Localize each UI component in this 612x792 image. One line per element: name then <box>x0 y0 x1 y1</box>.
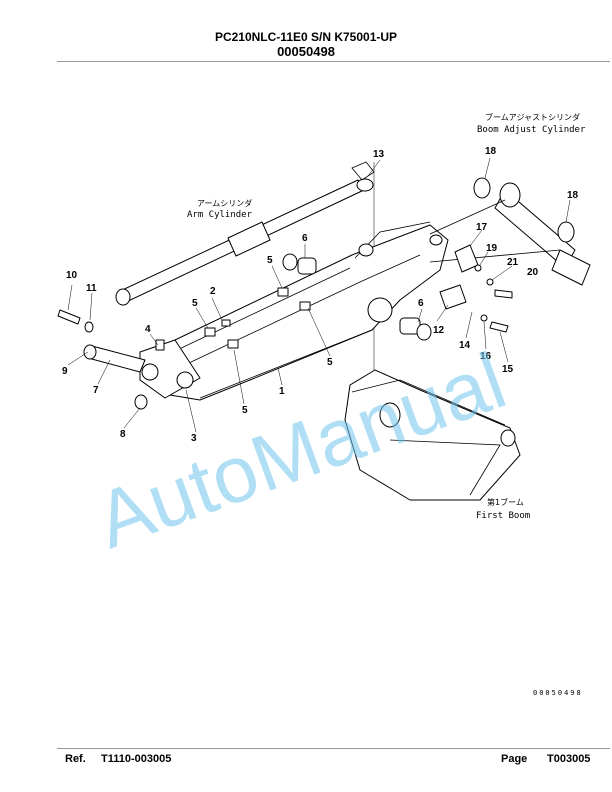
boom-adjust-cylinder-label-jp: ブームアジャストシリンダ <box>485 112 580 122</box>
callout: 2 <box>210 286 216 297</box>
callout: 6 <box>418 298 424 309</box>
callout: 9 <box>62 366 68 377</box>
callout: 3 <box>191 433 197 444</box>
callout: 6 <box>302 233 308 244</box>
arm-cylinder-drawing <box>115 161 375 306</box>
part-group-number: 00050498 <box>277 44 335 59</box>
callout: 17 <box>476 222 488 233</box>
component-labels: アームシリンダ Arm Cylinder ブームアジャストシリンダ Boom A… <box>187 112 586 521</box>
page-header: PC210NLC-11E0 S/N K75001-UP 00050498 <box>0 30 612 59</box>
callout: 18 <box>567 190 579 201</box>
page-value: T003005 <box>547 753 591 765</box>
callout: 4 <box>145 324 151 335</box>
boom-adjust-cylinder-drawing <box>429 182 591 286</box>
callout: 16 <box>480 351 492 362</box>
pins-and-hardware-drawing <box>57 177 575 410</box>
ref-label: Ref. <box>65 753 86 765</box>
first-boom-label: First Boom <box>476 511 530 521</box>
callout: 12 <box>433 325 445 336</box>
ref-value: T1110-003005 <box>101 753 172 765</box>
callout: 5 <box>192 298 198 309</box>
page-label: Page <box>501 753 528 765</box>
callout: 20 <box>527 267 539 278</box>
first-boom-lower-drawing <box>344 369 521 501</box>
boom-adjust-cylinder-label: Boom Adjust Cylinder <box>477 125 586 135</box>
callout: 15 <box>502 364 514 375</box>
arm-cylinder-label: Arm Cylinder <box>187 210 253 220</box>
callout: 7 <box>93 385 99 396</box>
first-boom-label-jp: 第1ブーム <box>487 497 524 507</box>
callout: 8 <box>120 429 126 440</box>
callout: 13 <box>373 149 385 160</box>
callout: 14 <box>459 340 471 351</box>
callout-numbers: 13 18 18 6 5 17 19 21 20 10 11 2 5 6 12 … <box>62 146 579 444</box>
callout: 5 <box>267 255 273 266</box>
callout: 10 <box>66 270 78 281</box>
figure-number: 00050498 <box>533 689 583 697</box>
leader-lines <box>67 157 571 433</box>
footer-divider <box>57 748 610 749</box>
first-boom-drawing <box>139 221 449 401</box>
callout: 21 <box>507 257 519 268</box>
callout: 5 <box>327 357 333 368</box>
callout: 5 <box>242 405 248 416</box>
callout: 18 <box>485 146 497 157</box>
arm-cylinder-label-jp: アームシリンダ <box>197 198 252 208</box>
callout: 19 <box>486 243 498 254</box>
model-serial-title: PC210NLC-11E0 S/N K75001-UP <box>214 30 398 44</box>
callout: 11 <box>86 283 97 294</box>
header-divider <box>57 61 610 62</box>
callout: 1 <box>279 386 285 397</box>
